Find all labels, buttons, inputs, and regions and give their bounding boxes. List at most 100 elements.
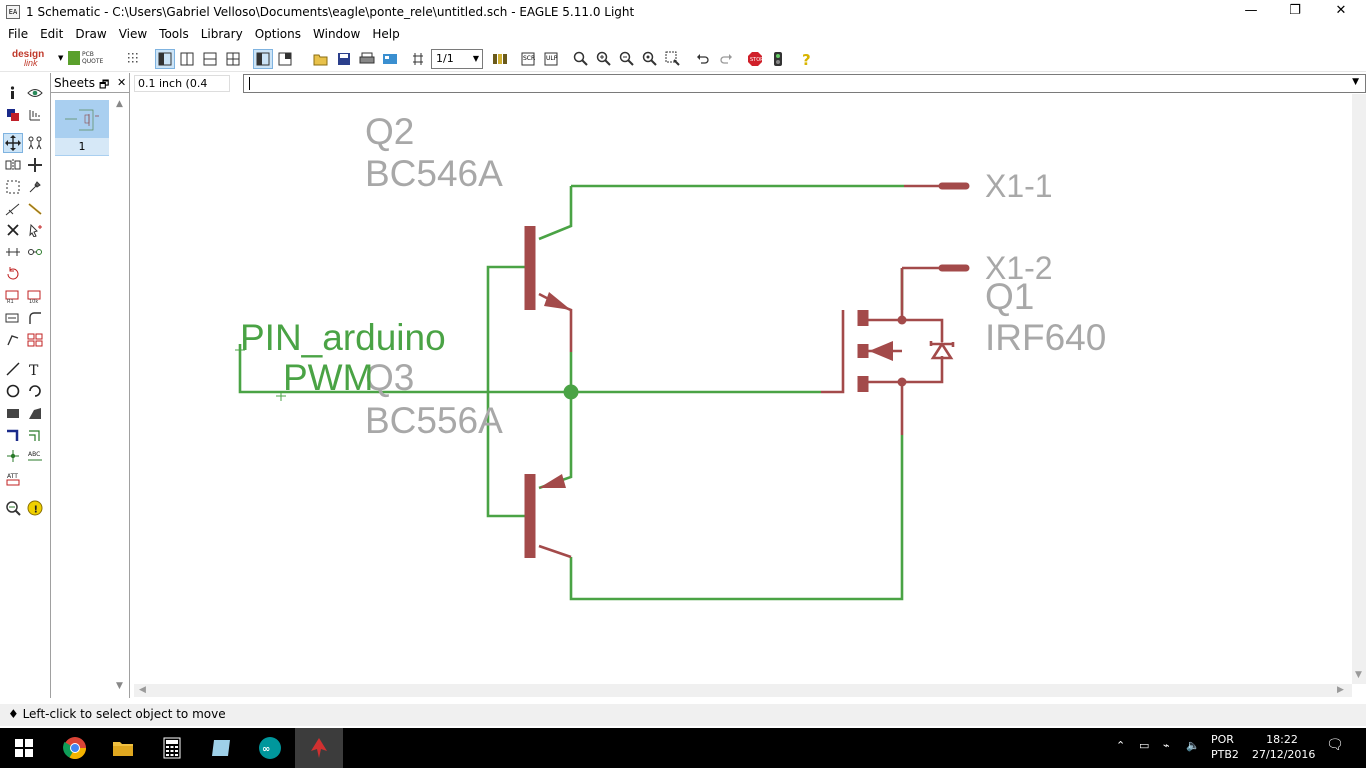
tray-chevron-up-icon[interactable]: ⌃ bbox=[1116, 739, 1126, 752]
net-wire[interactable] bbox=[538, 186, 573, 241]
sheet-view2-icon[interactable] bbox=[275, 49, 295, 69]
invoke-icon[interactable] bbox=[25, 330, 45, 350]
notifications-icon[interactable]: 🗨 bbox=[1326, 737, 1344, 753]
change-icon[interactable] bbox=[25, 177, 45, 197]
minimize-button[interactable]: — bbox=[1244, 3, 1258, 18]
rect-icon[interactable] bbox=[3, 403, 23, 423]
net-icon[interactable] bbox=[25, 425, 45, 445]
net-wire[interactable] bbox=[569, 435, 904, 601]
paste-icon[interactable] bbox=[3, 199, 23, 219]
scroll-down-icon[interactable]: ▼ bbox=[1355, 670, 1362, 680]
scroll-left-icon[interactable]: ◀ bbox=[139, 685, 146, 695]
cam-icon[interactable] bbox=[380, 49, 400, 69]
sheet-view-icon[interactable] bbox=[253, 49, 273, 69]
q1-name-label[interactable]: Q1 bbox=[985, 276, 1034, 317]
q2-name-label[interactable]: Q2 bbox=[365, 111, 414, 152]
x1-1-label[interactable]: X1-1 bbox=[985, 168, 1053, 204]
horizontal-scrollbar[interactable]: ◀ ▶ bbox=[134, 684, 1352, 697]
zoom-fit-icon[interactable] bbox=[571, 49, 591, 69]
replace-icon[interactable] bbox=[3, 264, 23, 284]
q1-gate[interactable] bbox=[821, 310, 845, 394]
menu-options[interactable]: Options bbox=[254, 26, 302, 41]
battery-icon[interactable]: ⌁ bbox=[1163, 739, 1170, 752]
junction-icon[interactable] bbox=[3, 446, 23, 466]
q3-value-label[interactable]: BC556A bbox=[365, 400, 503, 441]
zoom-redraw-icon[interactable] bbox=[640, 49, 660, 69]
q3-name-label[interactable]: Q3 bbox=[365, 357, 414, 398]
zoom-out-icon[interactable] bbox=[617, 49, 637, 69]
optimize-icon[interactable] bbox=[3, 330, 23, 350]
help-icon[interactable]: ? bbox=[797, 49, 817, 69]
save-icon[interactable] bbox=[334, 49, 354, 69]
delete-icon[interactable] bbox=[3, 220, 23, 240]
junction-dot[interactable] bbox=[563, 384, 579, 400]
script-icon[interactable]: SCR bbox=[518, 49, 538, 69]
layout-split-icon[interactable] bbox=[177, 49, 197, 69]
language-indicator[interactable]: POR PTB2 bbox=[1211, 732, 1239, 762]
menu-edit[interactable]: Edit bbox=[40, 26, 64, 41]
q1-value-label[interactable]: IRF640 bbox=[985, 317, 1106, 358]
chrome-icon[interactable] bbox=[51, 728, 99, 768]
arc-icon[interactable] bbox=[25, 381, 45, 401]
file-explorer-icon[interactable] bbox=[99, 728, 147, 768]
show-eye-icon[interactable] bbox=[25, 83, 45, 103]
float-panel-icon[interactable]: 🗗 bbox=[99, 78, 110, 91]
sheet-select[interactable]: 1/1 ▼ bbox=[431, 49, 483, 69]
menu-file[interactable]: File bbox=[8, 26, 29, 41]
vertical-scrollbar[interactable]: ▼ bbox=[1352, 94, 1366, 684]
go-icon[interactable] bbox=[768, 49, 788, 69]
label-icon[interactable]: ABC bbox=[25, 446, 45, 466]
smash-icon[interactable] bbox=[25, 199, 45, 219]
circle-icon[interactable] bbox=[3, 381, 23, 401]
erc-icon[interactable] bbox=[3, 498, 23, 518]
stop-icon[interactable]: STOP bbox=[745, 49, 765, 69]
wire-icon[interactable] bbox=[3, 359, 23, 379]
menu-library[interactable]: Library bbox=[200, 26, 243, 41]
move-icon[interactable] bbox=[3, 133, 23, 153]
x1-2-label[interactable]: X1-2 bbox=[985, 250, 1053, 286]
close-panel-icon[interactable]: ✕ bbox=[117, 76, 127, 89]
notepad-icon[interactable] bbox=[197, 728, 245, 768]
layout-split-h-icon[interactable] bbox=[200, 49, 220, 69]
zoom-select-icon[interactable] bbox=[663, 49, 683, 69]
net-wire[interactable] bbox=[238, 344, 821, 394]
mark-icon[interactable] bbox=[25, 105, 45, 125]
undo-icon[interactable] bbox=[693, 49, 713, 69]
bus-icon[interactable] bbox=[3, 425, 23, 445]
attribute-icon[interactable]: ATT bbox=[3, 469, 23, 489]
volume-icon[interactable]: 🔈 bbox=[1186, 739, 1200, 752]
menu-window[interactable]: Window bbox=[313, 26, 361, 41]
group-icon[interactable] bbox=[3, 177, 23, 197]
component-symbols[interactable] bbox=[524, 182, 970, 559]
menu-help[interactable]: Help bbox=[372, 26, 400, 41]
split-icon[interactable] bbox=[3, 308, 23, 328]
restore-button[interactable]: ❐ bbox=[1289, 3, 1301, 18]
copy-icon[interactable] bbox=[25, 133, 45, 153]
rotate-icon[interactable] bbox=[25, 155, 45, 175]
pinswap-icon[interactable] bbox=[3, 242, 23, 262]
layout-full-icon[interactable] bbox=[155, 49, 175, 69]
schematic-canvas[interactable]: Q2 BC546A Q3 BC556A Q1 IRF640 X1-1 X1-2 … bbox=[134, 94, 1352, 684]
arduino-icon[interactable]: ∞ bbox=[246, 728, 294, 768]
grid-icon[interactable] bbox=[124, 49, 144, 69]
zoom-in-icon[interactable] bbox=[594, 49, 614, 69]
network-icon[interactable]: ▭ bbox=[1139, 739, 1150, 752]
info-icon[interactable] bbox=[3, 83, 23, 103]
sheet-label[interactable]: 1 bbox=[55, 138, 109, 155]
eagle-task-icon[interactable] bbox=[295, 728, 343, 768]
scroll-right-icon[interactable]: ▶ bbox=[1337, 685, 1344, 695]
library-icon[interactable] bbox=[490, 49, 510, 69]
windows-start-icon[interactable] bbox=[0, 728, 48, 768]
q2-value-label[interactable]: BC546A bbox=[365, 153, 503, 194]
q1-diode[interactable] bbox=[930, 341, 954, 360]
display-layers-icon[interactable] bbox=[3, 105, 23, 125]
scroll-down-icon[interactable]: ▼ bbox=[116, 681, 123, 691]
chevron-down-icon[interactable]: ▼ bbox=[58, 54, 64, 62]
switch-board-icon[interactable] bbox=[408, 49, 428, 69]
q1-drain[interactable] bbox=[863, 268, 904, 322]
errors-icon[interactable]: ! bbox=[25, 498, 45, 518]
add-icon[interactable] bbox=[25, 220, 45, 240]
name-icon[interactable]: R1 bbox=[3, 286, 23, 306]
menu-view[interactable]: View bbox=[118, 26, 148, 41]
